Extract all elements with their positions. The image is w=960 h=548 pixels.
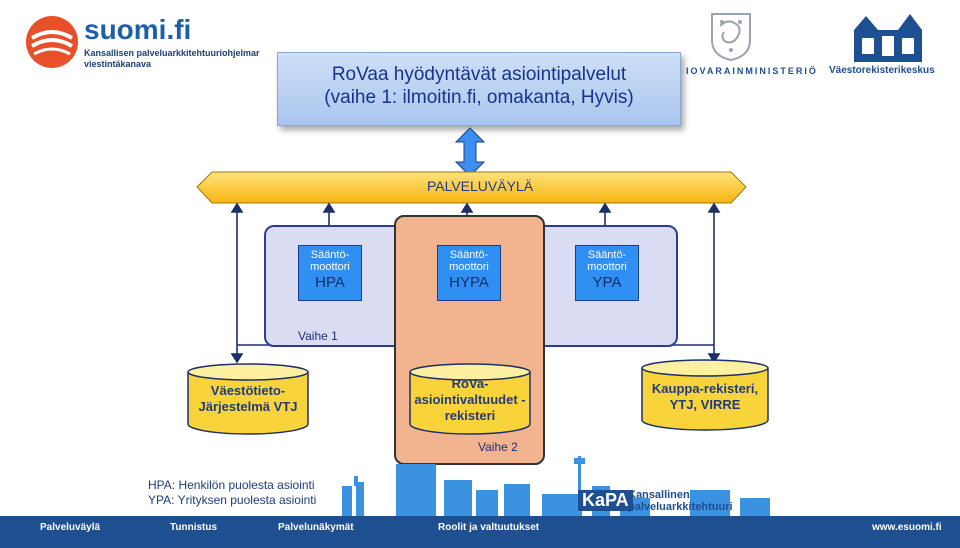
rule-engine-line2: moottori — [449, 261, 489, 273]
rule-engine-code: YPA — [592, 274, 622, 291]
palveluvayla-label: PALVELUVÄYLÄ — [426, 178, 534, 194]
database-rova-label: RoVa- asiointivaltuudet - rekisteri — [408, 376, 532, 424]
db-line1: Väestötieto- — [210, 383, 286, 398]
suomi-fi-emblem-icon — [26, 16, 78, 68]
city-skyline-icon — [342, 456, 770, 516]
rule-engine-code: HYPA — [449, 274, 489, 291]
db-line1: RoVa- — [451, 376, 489, 391]
vaihe-2-label: Vaihe 2 — [478, 440, 518, 454]
rule-engine-hpa: Sääntö- moottori HPA — [298, 245, 362, 301]
suomi-fi-subtitle-1: Kansallisen palveluarkkitehtuuriohjelmar — [84, 48, 260, 58]
database-kaupparekisteri-icon — [641, 359, 769, 431]
vrk-name: Väestorekisterikeskus — [829, 65, 935, 76]
footer-item-roolit[interactable]: Roolit ja valtuutukset — [438, 522, 540, 533]
suomi-fi-subtitle-2: viestintäkanava — [84, 59, 152, 69]
legend-hpa: HPA: Henkilön puolesta asiointi — [148, 478, 315, 492]
rule-engine-code: HPA — [315, 274, 345, 291]
database-vtj-label: Väestötieto- Järjestelmä VTJ — [186, 383, 310, 415]
vaihe-1-label: Vaihe 1 — [298, 329, 338, 343]
db-line2: YTJ, VIRRE — [669, 397, 741, 412]
palveluvayla-bus — [196, 171, 747, 204]
footer-bar: Palveluväylä Tunnistus Palvelunäkymät Ro… — [0, 516, 960, 548]
title-box: RoVaa hyödyntävät asiointipalvelut (vaih… — [277, 52, 681, 126]
legend-ypa: YPA: Yrityksen puolesta asiointi — [148, 493, 317, 507]
database-vtj-icon — [187, 363, 309, 435]
kapa-logo: KaPA Kansallinen palveluarkkitehtuuri — [576, 488, 756, 516]
suomi-fi-logo: suomi.fi Kansallisen palveluarkkitehtuur… — [24, 14, 284, 74]
rule-engine-line2: moottori — [587, 261, 627, 273]
db-line2: Järjestelmä VTJ — [198, 399, 298, 414]
db-line3: rekisteri — [444, 408, 496, 423]
footer-item-tunnistus[interactable]: Tunnistus — [170, 522, 218, 533]
footer-item-palveluvayla[interactable]: Palveluväylä — [40, 522, 101, 533]
rule-engine-line1: Sääntö- — [449, 249, 489, 261]
rule-engine-line2: moottori — [310, 261, 350, 273]
db-line2: asiointivaltuudet - — [414, 392, 526, 407]
title-line-1: RoVaa hyödyntävät asiointipalvelut — [331, 64, 627, 85]
suomi-fi-wordmark: suomi.fi — [84, 14, 192, 45]
rule-engine-line1: Sääntö- — [310, 249, 350, 261]
rule-engine-line1: Sääntö- — [587, 249, 627, 261]
legend: HPA: Henkilön puolesta asiointi YPA: Yri… — [148, 478, 316, 508]
ministry-name: IOVARAINMINISTERIÖ — [686, 66, 818, 76]
kapa-wordmark: KaPA — [578, 490, 633, 511]
rule-engine-hypa: Sääntö- moottori HYPA — [437, 245, 501, 301]
rule-engine-ypa: Sääntö- moottori YPA — [575, 245, 639, 301]
footer-item-palvelunakymat[interactable]: Palvelunäkymät — [278, 522, 354, 533]
database-kaupparekisteri-label: Kauppa-rekisteri, YTJ, VIRRE — [630, 381, 780, 413]
kapa-line1: Kansallinen — [628, 489, 690, 501]
lion-coat-of-arms-icon — [711, 13, 751, 62]
database-rova-icon — [409, 363, 531, 435]
title-bus-double-arrow — [454, 127, 486, 177]
title-line-2: (vaihe 1: ilmoitin.fi, omakanta, Hyvis) — [324, 87, 634, 108]
footer-url-link[interactable]: www.esuomi.fi — [872, 522, 942, 533]
vrk-logo-icon — [854, 14, 922, 62]
kapa-line2: palveluarkkitehtuuri — [628, 501, 733, 513]
db-line1: Kauppa-rekisteri, — [651, 381, 759, 396]
